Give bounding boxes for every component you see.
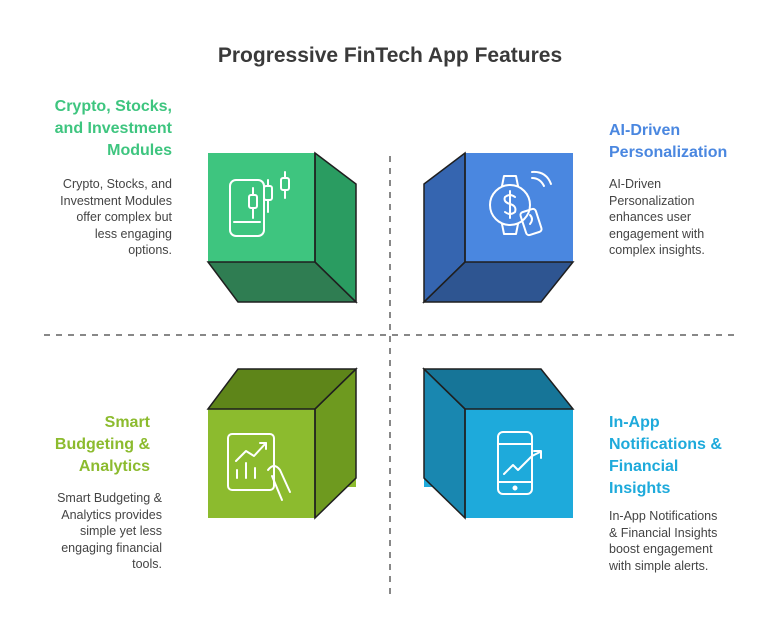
cube-front-face: [465, 153, 573, 262]
cube-front-face: [208, 409, 315, 518]
heading-crypto: Crypto, Stocks, and Investment Modules: [54, 98, 172, 159]
cube-side-face: [424, 369, 465, 518]
phone-candlestick-icon: [229, 171, 290, 237]
phone-trend-icon: [497, 431, 542, 495]
description-ai: AI-Driven Personalization enhances user …: [609, 177, 705, 257]
smartwatch-payment-icon: [489, 170, 552, 237]
cube-top-face: [208, 369, 356, 409]
page-title: Progressive FinTech App Features: [217, 44, 563, 67]
cube-side-face: [424, 153, 465, 302]
heading-ai: AI-Driven Personalization: [609, 122, 728, 161]
cube-front-face: [465, 409, 573, 518]
cube-side-face: [315, 153, 356, 302]
description-notify: In-App Notifications & Financial Insight…: [609, 509, 718, 573]
heading-notify: In-App Notifications & Financial Insight…: [609, 414, 722, 497]
cube-side-face: [315, 369, 356, 518]
cube-bottom-face: [424, 262, 573, 302]
description-budget: Smart Budgeting & Analytics provides sim…: [57, 491, 162, 571]
description-crypto: Crypto, Stocks, and Investment Modules o…: [60, 177, 172, 257]
cube-top-face: [424, 369, 573, 409]
tablet-chart-hand-icon: [227, 433, 291, 501]
cube-bottom-face: [208, 262, 356, 302]
heading-budget: Smart Budgeting & Analytics: [54, 414, 150, 475]
cube-front-face: [208, 153, 315, 262]
